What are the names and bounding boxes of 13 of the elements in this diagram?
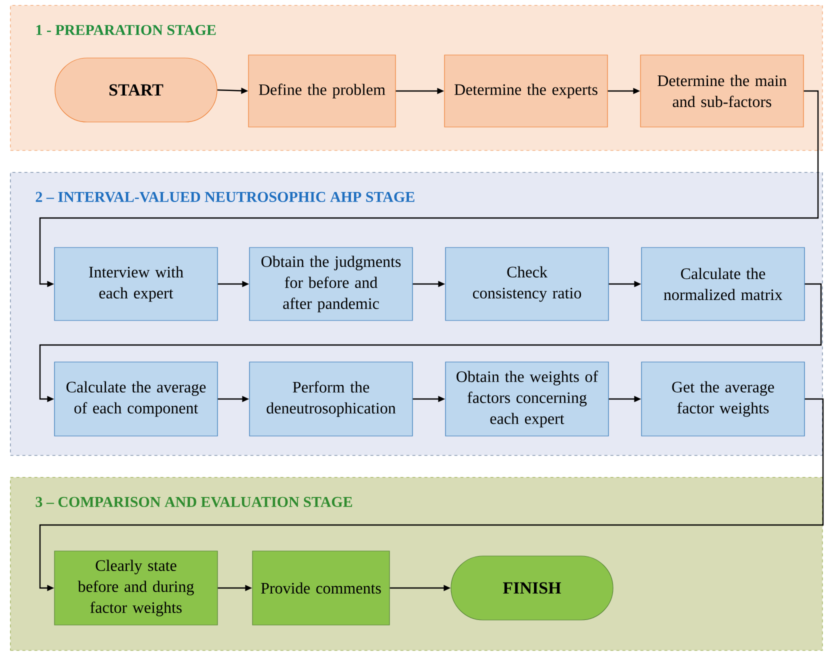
process-box: Calculate the average of each component — [54, 362, 218, 436]
process-box: Perform the deneutrosophication — [249, 362, 413, 436]
process-box: Define the problem — [248, 54, 396, 128]
process-box: Provide comments — [252, 550, 390, 626]
process-box: Obtain the judgments for before and after pandemic — [249, 247, 413, 321]
process-box: Clearly state before and during factor weights — [54, 550, 218, 626]
process-box: Interview with each expert — [54, 247, 218, 321]
process-box: Check consistency ratio — [445, 247, 609, 321]
process-box: Get the average factor weights — [641, 362, 805, 436]
process-box: Obtain the weights of factors concerning each expert — [445, 362, 609, 436]
process-box: Determine the experts — [444, 54, 608, 128]
process-box: Determine the main and sub-factors — [640, 54, 804, 128]
process-box: Calculate the normalized matrix — [641, 247, 805, 321]
